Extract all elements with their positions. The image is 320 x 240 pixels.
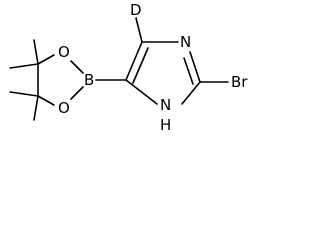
- atom-label-oxygen-bottom: O: [58, 99, 70, 117]
- atom-label-oxygen-top: O: [58, 43, 70, 61]
- structure-svg: D N Br N H B O O: [9, 1, 248, 134]
- bond-methyl-bottom-left: [9, 91, 39, 97]
- bond-b-o-top: [70, 60, 84, 74]
- bond-b-o-bottom: [70, 86, 84, 100]
- bond-c4-c5-double: [132, 47, 149, 84]
- atom-label-nitrogen-amine: N: [160, 96, 171, 114]
- bond-c4-c5: [125, 41, 143, 81]
- bond-o-top-c: [37, 54, 55, 65]
- bond-n3-c2-double: [183, 57, 194, 85]
- atom-label-boron: B: [84, 71, 94, 89]
- bond-n3-c2: [189, 51, 201, 83]
- bond-o-bottom-c: [37, 95, 55, 106]
- bond-n1-c5: [125, 79, 158, 105]
- atom-label-bromine: Br: [231, 73, 248, 91]
- bond-c2-n1: [181, 81, 201, 105]
- bond-c4-d: [135, 17, 143, 43]
- atom-label-deuterium: D: [130, 1, 142, 19]
- bond-methyl-top-left: [9, 63, 39, 69]
- molecule-structure-diagram: D N Br N H B O O: [9, 1, 249, 134]
- bond-methyl-bottom-down: [33, 95, 39, 121]
- atom-label-nitrogen-imine: N: [180, 33, 191, 51]
- atom-label-hydrogen-amine: H: [160, 116, 171, 134]
- bond-methyl-top-up: [33, 39, 39, 65]
